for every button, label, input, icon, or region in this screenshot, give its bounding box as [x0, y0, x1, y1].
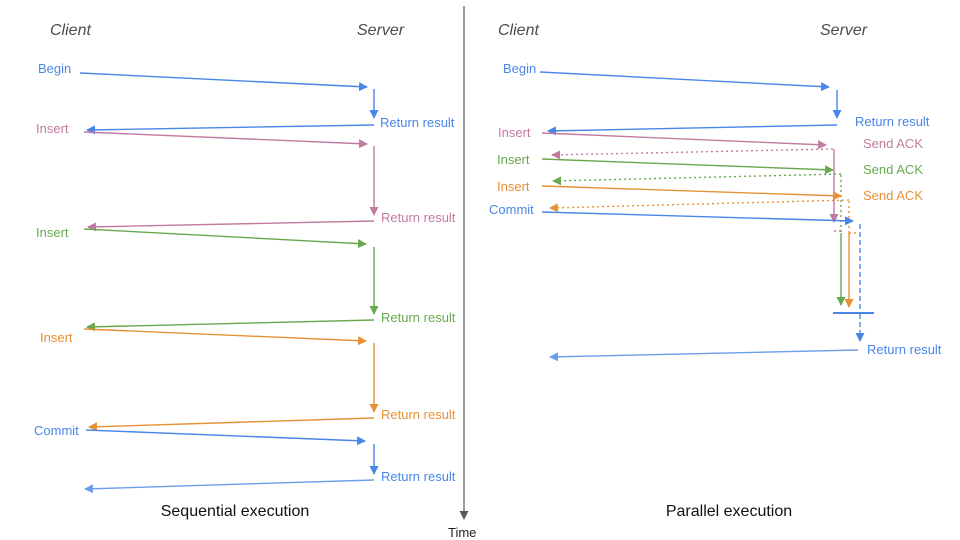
par-insert-1-label: Insert — [498, 125, 531, 140]
parallel-caption: Parallel execution — [665, 503, 793, 520]
seq-return-5-label: Return result — [381, 469, 456, 484]
par-return-bottom-label: Return result — [867, 342, 942, 357]
seq-return-3-label: Return result — [381, 310, 456, 325]
par-insert-3-label: Insert — [497, 179, 530, 194]
seq-insert-1-label: Insert — [36, 121, 69, 136]
time-axis-label: Time — [448, 525, 477, 540]
seq-begin-label: Begin — [38, 61, 72, 76]
sequential-lines — [79, 72, 379, 494]
parallel-client-header: Client — [498, 22, 539, 39]
seq-insert-2-label: Insert — [36, 225, 69, 240]
par-commit-label: Commit — [489, 202, 534, 217]
par-return-top-label: Return result — [855, 114, 930, 129]
parallel-lines — [539, 71, 874, 362]
par-begin-label: Begin — [503, 61, 537, 76]
seq-commit-label: Commit — [34, 423, 79, 438]
par-sendack-2-label: Send ACK — [863, 162, 923, 177]
seq-return-2-label: Return result — [381, 210, 456, 225]
seq-insert-3-label: Insert — [40, 330, 73, 345]
par-insert-2-label: Insert — [497, 152, 530, 167]
par-sendack-1-label: Send ACK — [863, 136, 923, 151]
sequential-caption: Sequential execution — [160, 503, 310, 520]
sequential-server-header: Server — [357, 22, 405, 39]
sequential-client-header: Client — [50, 22, 91, 39]
seq-return-1-label: Return result — [380, 115, 455, 130]
par-sendack-3-label: Send ACK — [863, 188, 923, 203]
parallel-server-header: Server — [820, 22, 868, 39]
seq-return-4-label: Return result — [381, 407, 456, 422]
